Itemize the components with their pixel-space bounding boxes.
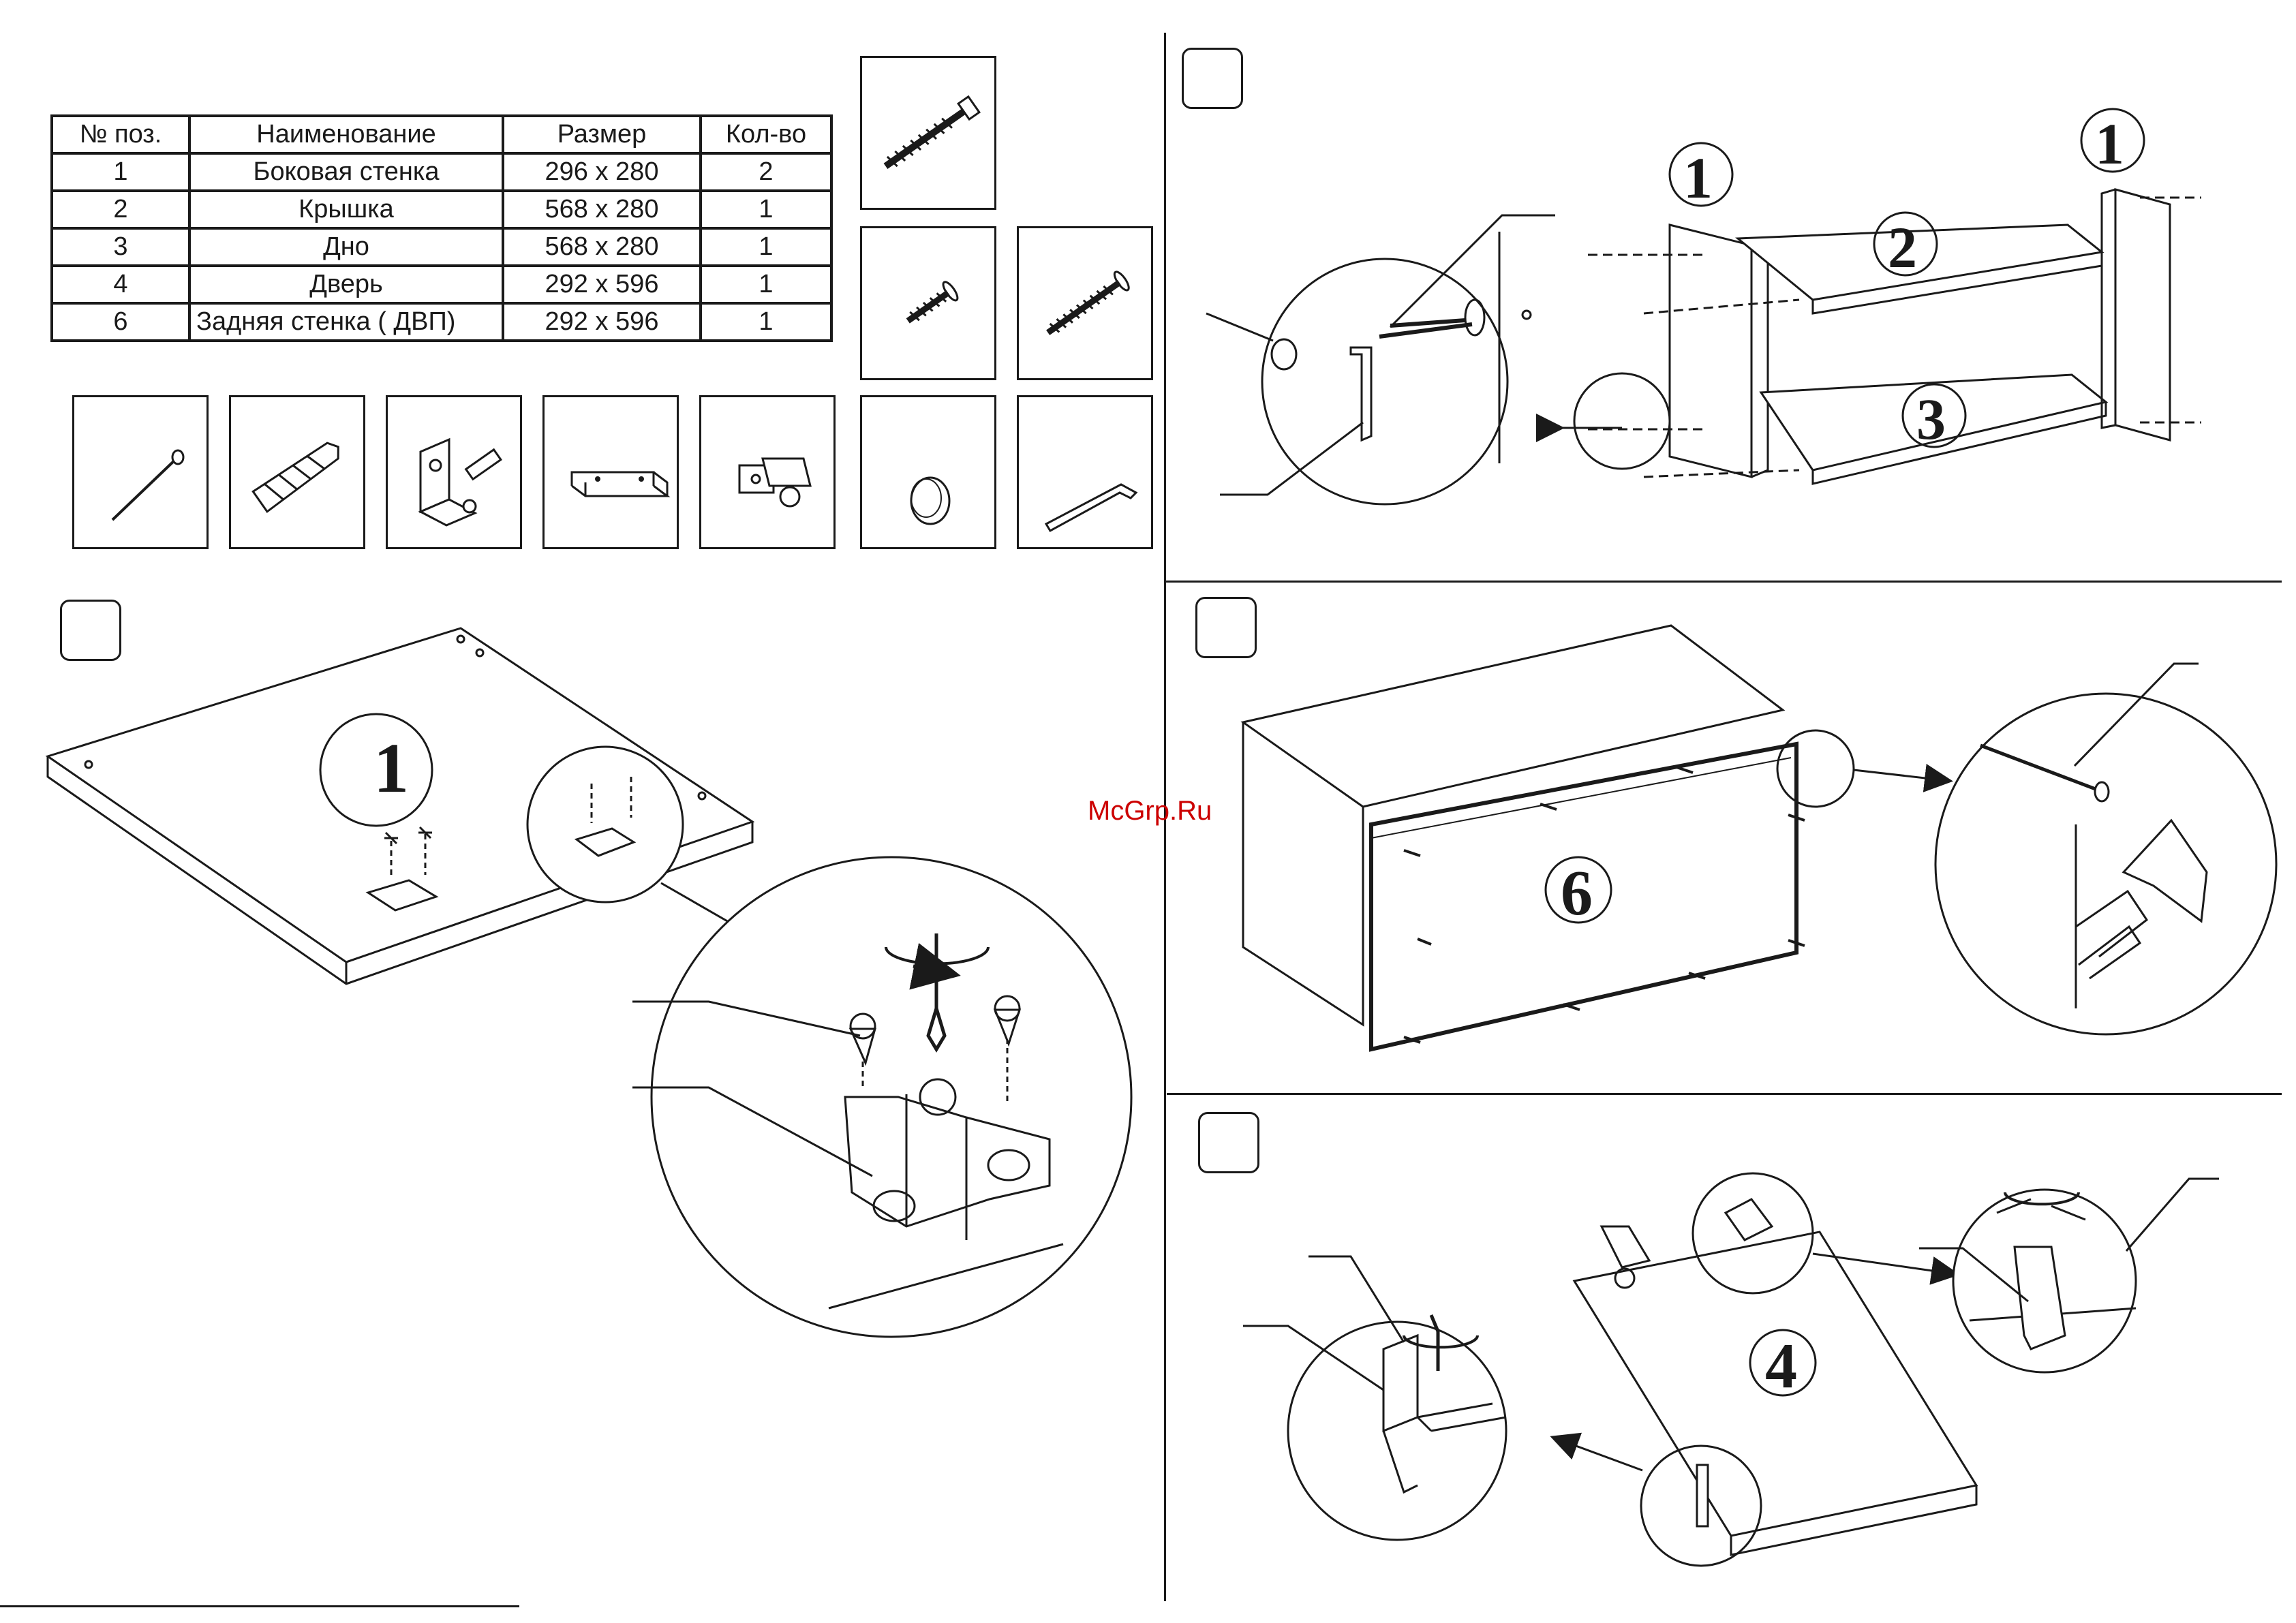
part-label-side: 1 — [373, 729, 409, 807]
part-label-top: 2 — [1888, 215, 1917, 280]
frame-assembly-drawing: 1 1 2 3 — [1206, 109, 2201, 504]
part-label-left-side: 1 — [1683, 145, 1713, 211]
door-drawing: 4 — [1243, 1173, 2219, 1566]
part-label-bottom: 3 — [1916, 386, 1946, 452]
part-label-door: 4 — [1765, 1331, 1797, 1402]
back-panel-drawing: 6 — [1243, 625, 2276, 1049]
side-panel-drawing: 1 — [48, 628, 1131, 1337]
part-label-right-side: 1 — [2095, 111, 2124, 176]
part-label-back: 6 — [1561, 858, 1593, 929]
